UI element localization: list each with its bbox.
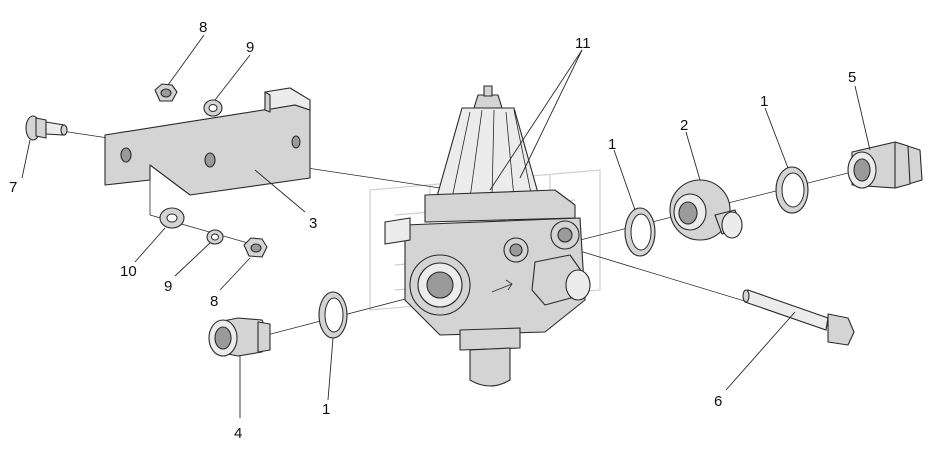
callout-1-left: 1 — [322, 401, 330, 418]
callout-10: 10 — [120, 263, 137, 280]
callout-1-middle: 1 — [608, 136, 616, 153]
valve-body-part-11 — [384, 85, 591, 387]
callout-9-top: 9 — [246, 39, 254, 56]
callout-8-bottom: 8 — [210, 293, 218, 310]
callout-6: 6 — [714, 393, 722, 410]
seal-ring-part-1-middle — [624, 207, 656, 257]
seal-ring-part-1-left — [318, 291, 348, 339]
callout-9-bottom: 9 — [164, 278, 172, 295]
callout-labels: 8 9 7 3 10 9 8 4 1 11 1 2 1 5 6 — [9, 19, 856, 442]
callout-1-right: 1 — [760, 93, 768, 110]
washer-part-9-bottom — [206, 229, 224, 245]
callout-7: 7 — [9, 179, 17, 196]
callout-4: 4 — [234, 425, 242, 442]
union-nut-part-5 — [847, 141, 923, 189]
long-bolt-part-6 — [742, 289, 855, 346]
leader-lines — [21, 34, 871, 418]
washer-part-10 — [159, 207, 185, 229]
nut-part-8-top — [154, 83, 178, 102]
bracket-part-3 — [104, 87, 311, 196]
bolt-part-7 — [25, 115, 68, 141]
seal-ring-part-1-right — [775, 166, 809, 214]
callout-2: 2 — [680, 117, 688, 134]
nut-part-8-bottom — [243, 237, 268, 258]
washer-part-9-top — [203, 99, 223, 117]
callout-3: 3 — [309, 215, 317, 232]
callout-11: 11 — [575, 35, 591, 52]
banjo-fitting-part-2 — [669, 179, 743, 241]
callout-5: 5 — [848, 69, 856, 86]
callout-8-top: 8 — [199, 19, 207, 36]
fitting-part-4 — [208, 317, 271, 357]
